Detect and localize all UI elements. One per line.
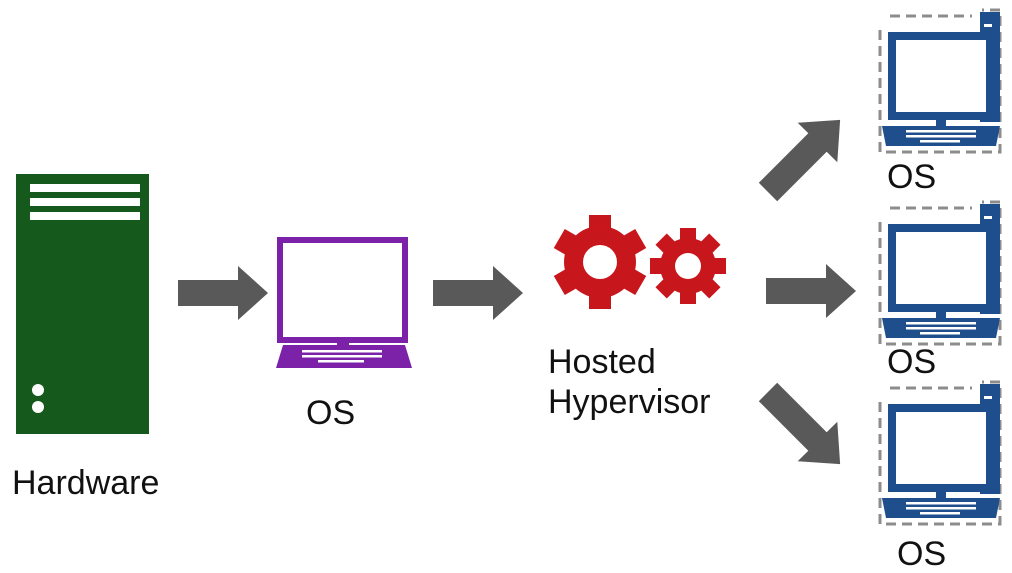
virtual-laptop-icon bbox=[878, 380, 1002, 526]
hardware-label: Hardware bbox=[12, 464, 160, 502]
arrow-icon bbox=[178, 266, 268, 320]
host-os-label: OS bbox=[306, 394, 356, 432]
hypervisor-label-line2: Hypervisor bbox=[548, 383, 711, 421]
vm-os-label: OS bbox=[887, 158, 937, 196]
arrow-icon bbox=[766, 264, 856, 318]
virtual-laptop-icon bbox=[878, 200, 1002, 346]
vm-os-label: OS bbox=[897, 535, 947, 573]
vm-os-label: OS bbox=[887, 343, 937, 381]
arrow-icon bbox=[758, 382, 841, 465]
hypervisor-label: Hosted Hypervisor bbox=[548, 342, 710, 422]
arrow-icon bbox=[758, 119, 841, 202]
virtual-laptop-icon bbox=[878, 8, 1002, 154]
server-tower-icon bbox=[16, 174, 149, 434]
gears-icon bbox=[553, 215, 726, 309]
laptop-icon bbox=[276, 237, 412, 368]
hypervisor-label-line1: Hosted bbox=[548, 343, 656, 381]
arrow-icon bbox=[433, 266, 523, 320]
